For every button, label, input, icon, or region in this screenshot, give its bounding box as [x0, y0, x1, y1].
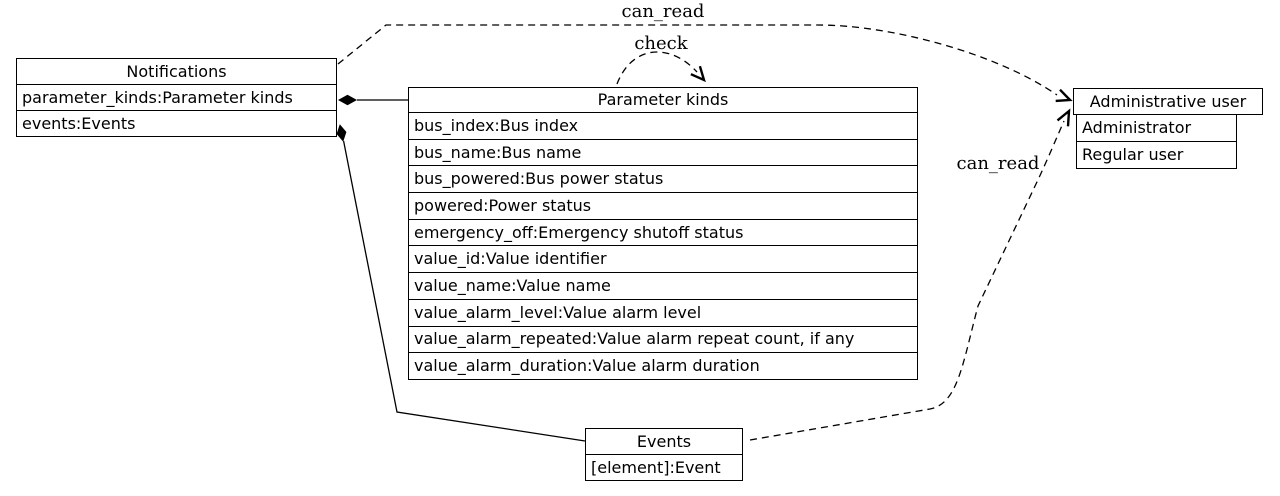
node-notifications-title: Notifications [16, 58, 337, 85]
node-parameter-kinds-row-bus-index: bus_index:Bus index [408, 112, 918, 140]
node-administrative-user-title: Administrative user [1073, 88, 1263, 115]
composition-diamond-icon [338, 94, 357, 106]
node-parameter-kinds-row-bus-name: bus_name:Bus name [408, 138, 918, 167]
edge-label-check: check [634, 33, 688, 54]
node-administrative-user-row-administrator: Administrator [1076, 114, 1237, 142]
arrowhead-icon [1056, 108, 1071, 127]
arrowhead-icon [690, 65, 706, 83]
node-events: Events [element]:Event [585, 428, 743, 481]
node-notifications-row-events: events:Events [16, 110, 337, 137]
arrowhead-icon [1055, 88, 1073, 103]
node-parameter-kinds-row-powered: powered:Power status [408, 192, 918, 220]
node-parameter-kinds-row-bus-powered: bus_powered:Bus power status [408, 165, 918, 194]
node-parameter-kinds-row-value-id: value_id:Value identifier [408, 245, 918, 274]
node-parameter-kinds-row-value-alarm-repeated: value_alarm_repeated:Value alarm repeat … [408, 325, 918, 354]
composition-diamond-icon [336, 124, 347, 142]
node-events-row-element: [element]:Event [585, 454, 743, 481]
edge-check-loop [616, 51, 706, 85]
node-notifications: Notifications parameter_kinds:Parameter … [16, 58, 337, 137]
node-parameter-kinds-row-value-name: value_name:Value name [408, 272, 918, 300]
node-administrative-user: Administrative user Administrator Regula… [1073, 88, 1263, 169]
node-parameter-kinds-row-emergency-off: emergency_off:Emergency shutoff status [408, 218, 918, 247]
node-parameter-kinds-title: Parameter kinds [408, 87, 918, 113]
node-notifications-row-parameter-kinds: parameter_kinds:Parameter kinds [16, 84, 337, 111]
node-parameter-kinds: Parameter kinds bus_index:Bus index bus_… [408, 87, 918, 380]
node-events-title: Events [585, 428, 743, 455]
edge-label-can-read-top: can_read [621, 1, 705, 22]
node-administrative-user-row-regular-user: Regular user [1076, 141, 1237, 169]
edge-label-can-read-right: can_read [956, 153, 1040, 174]
node-parameter-kinds-row-value-alarm-duration: value_alarm_duration:Value alarm duratio… [408, 352, 918, 380]
node-parameter-kinds-row-value-alarm-level: value_alarm_level:Value alarm level [408, 298, 918, 327]
edge-parameter-kinds-composition [338, 94, 408, 106]
